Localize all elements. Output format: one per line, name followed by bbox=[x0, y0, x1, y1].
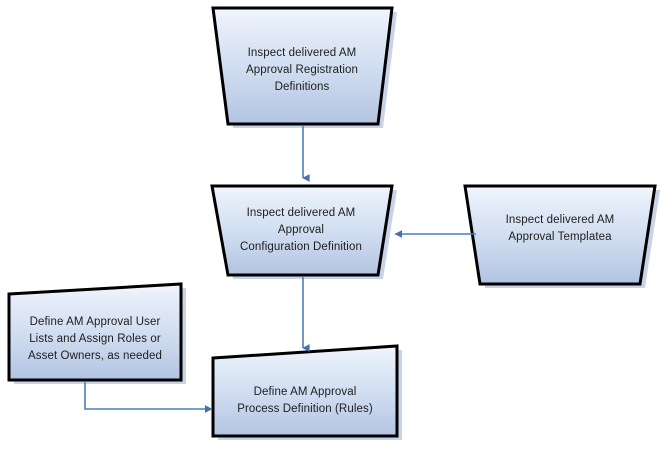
define-process-definition-shape[interactable] bbox=[211, 344, 399, 438]
inspect-configuration-definition-shape[interactable] bbox=[210, 184, 394, 277]
inspect-registration-definitions-shape[interactable] bbox=[211, 6, 394, 126]
define-approval-user-lists-shape[interactable] bbox=[7, 282, 183, 382]
connector-layer bbox=[84, 126, 476, 413]
connector-userlists-to-process[interactable] bbox=[84, 382, 213, 413]
inspect-approval-templatea-shape[interactable] bbox=[463, 184, 657, 286]
